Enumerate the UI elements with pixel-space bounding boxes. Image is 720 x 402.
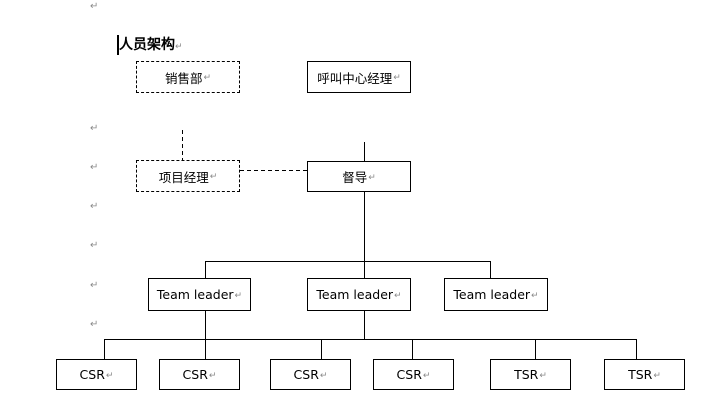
org-box-team-leader[interactable]: Team leader↵ xyxy=(148,278,251,311)
paragraph-mark: ↵ xyxy=(90,123,99,134)
org-box-label: CSR xyxy=(79,367,105,382)
org-box-label: Team leader xyxy=(156,287,234,302)
paragraph-mark: ↵ xyxy=(208,370,217,381)
org-box-label: Team leader xyxy=(316,287,394,302)
paragraph-mark: ↵ xyxy=(422,370,431,381)
org-box-csr[interactable]: CSR↵ xyxy=(373,359,454,390)
paragraph-mark: ↵ xyxy=(319,370,328,381)
org-box-label: 督导 xyxy=(342,170,368,185)
org-box-csr[interactable]: CSR↵ xyxy=(159,359,240,390)
paragraph-mark: ↵ xyxy=(393,73,401,83)
paragraph-mark: ↵ xyxy=(90,162,99,173)
paragraph-mark: ↵ xyxy=(394,290,402,301)
org-box-label: 呼叫中心经理 xyxy=(317,70,393,86)
org-box-tsr[interactable]: TSR↵ xyxy=(604,359,685,390)
org-box-csr[interactable]: CSR↵ xyxy=(56,359,137,390)
paragraph-mark: ↵ xyxy=(368,172,376,183)
paragraph-mark: ↵ xyxy=(531,290,539,301)
org-box-label: CSR xyxy=(396,367,422,382)
paragraph-mark: ↵ xyxy=(539,370,547,381)
org-box-csr[interactable]: CSR↵ xyxy=(270,359,351,390)
text-cursor xyxy=(117,35,119,55)
paragraph-mark: ↵ xyxy=(90,1,99,12)
org-box-tsr[interactable]: TSR↵ xyxy=(490,359,571,390)
paragraph-mark: ↵ xyxy=(175,42,183,52)
org-box-label: CSR xyxy=(293,367,319,382)
org-box-team-leader[interactable]: Team leader↵ xyxy=(444,278,548,311)
org-box-project-manager[interactable]: 项目经理↵ xyxy=(136,160,240,192)
paragraph-mark: ↵ xyxy=(234,290,243,301)
paragraph-mark: ↵ xyxy=(90,240,99,251)
org-box-label: Team leader xyxy=(453,287,531,302)
paragraph-mark: ↵ xyxy=(209,172,218,182)
section-heading-text: 人员架构 xyxy=(119,37,175,53)
paragraph-mark: ↵ xyxy=(653,370,661,381)
org-box-label: CSR xyxy=(182,367,208,382)
section-heading[interactable]: 人员架构↵ xyxy=(119,37,183,53)
org-box-label: 项目经理 xyxy=(158,169,209,185)
org-box-call-center-manager[interactable]: 呼叫中心经理↵ xyxy=(307,61,411,93)
paragraph-mark: ↵ xyxy=(90,201,99,212)
org-box-label: 销售部 xyxy=(164,70,203,86)
org-box-sales-dept[interactable]: 销售部↵ xyxy=(136,61,240,93)
org-box-label: TSR xyxy=(514,367,539,382)
org-box-label: TSR xyxy=(628,367,653,382)
org-box-team-leader[interactable]: Team leader↵ xyxy=(307,278,411,311)
paragraph-mark: ↵ xyxy=(105,370,114,381)
paragraph-mark: ↵ xyxy=(90,319,99,330)
paragraph-mark: ↵ xyxy=(90,280,99,291)
org-box-supervisor[interactable]: 督导↵ xyxy=(307,161,411,192)
paragraph-mark: ↵ xyxy=(203,73,212,83)
